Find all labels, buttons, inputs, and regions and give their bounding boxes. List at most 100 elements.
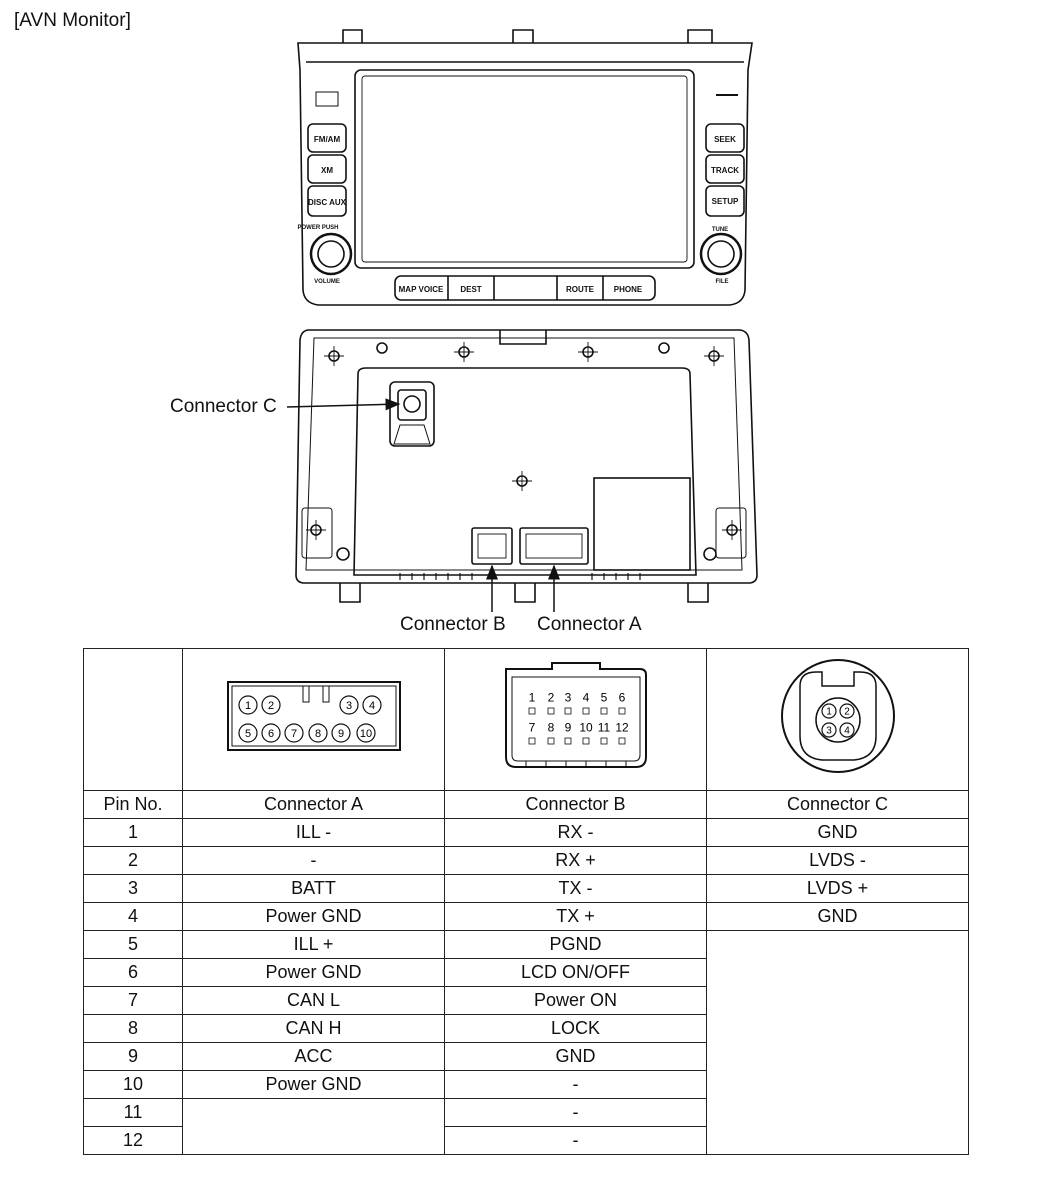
connector-a-cell: CAN L [182,986,445,1015]
connector-a-cell: Power GND [182,1070,445,1099]
pin-marker: 1 [528,690,535,704]
header-connector-b: Connector B [444,790,707,819]
connector-b-cell: - [444,1098,707,1127]
pin-marker: 2 [547,690,554,704]
power-push-label: POWER PUSH [297,225,338,231]
pin-marker: 5 [600,690,607,704]
pin-number-cell: 8 [83,1014,183,1043]
svg-text:10: 10 [579,720,593,734]
svg-text:6: 6 [618,690,625,704]
pin-marker: 10 [355,722,376,743]
header-pin-no: Pin No. [83,790,183,819]
pin-marker: 6 [618,690,625,704]
dest-button[interactable]: DEST [460,285,481,294]
pin-marker: 12 [615,720,629,734]
table-row: 12 - [83,1126,969,1155]
phone-button[interactable]: PHONE [614,285,643,294]
pin-marker: 5 [237,722,258,743]
pin-marker: 10 [579,720,593,734]
svg-text:2: 2 [844,706,850,717]
pin-number-cell: 12 [83,1126,183,1155]
connector-c-arrow [286,398,401,411]
pin-number-cell: 1 [83,818,183,847]
svg-text:1: 1 [244,699,250,711]
connector-a-cell: Power GND [182,902,445,931]
table-row: 2-RX +LVDS - [83,846,969,875]
connector-b-cell: TX - [444,874,707,903]
empty-corner-cell [83,648,183,791]
tune-label: TUNE [712,227,728,233]
connector-b-cell: - [444,1126,707,1155]
connector-b-callout: Connector B [400,614,506,635]
table-row: 11 - [83,1098,969,1155]
pin-marker: 1 [820,702,837,719]
svg-text:8: 8 [314,727,320,739]
connector-a-cell: - [182,846,445,875]
pin-marker: 3 [820,721,837,738]
seek-button[interactable]: SEEK [714,135,736,144]
disc-aux-button[interactable]: DISC AUX [308,198,347,207]
connector-c-icon-cell: 1 2 3 4 [706,648,969,791]
connector-b-cell: - [444,1070,707,1099]
rear-panel [295,329,758,603]
pin-marker: 2 [838,702,855,719]
svg-text:3: 3 [826,725,832,736]
connector-c-cell: LVDS - [706,846,969,875]
track-button[interactable]: TRACK [711,166,739,175]
route-button[interactable]: ROUTE [566,285,595,294]
connector-c-icon: 1 2 3 4 [780,658,895,773]
svg-text:3: 3 [345,699,351,711]
svg-text:4: 4 [582,690,589,704]
pin-number-cell: 5 [83,930,183,959]
connector-a-cell: ILL + [182,930,445,959]
pin-number-cell: 6 [83,958,183,987]
header-connector-a: Connector A [182,790,445,819]
connector-b-cell: GND [444,1042,707,1071]
svg-text:5: 5 [244,727,250,739]
map-voice-button[interactable]: MAP VOICE [399,285,444,294]
setup-button[interactable]: SETUP [712,197,739,206]
connector-a-cell: CAN H [182,1014,445,1043]
connector-a-empty-cell [182,1098,445,1155]
connector-c-cell: LVDS + [706,874,969,903]
svg-text:3: 3 [564,690,571,704]
connector-a-callout: Connector A [537,614,642,635]
xm-button[interactable]: XM [321,166,333,175]
connector-b-cell: TX + [444,902,707,931]
pin-marker: 9 [330,722,351,743]
pin-number-cell: 11 [83,1098,183,1127]
svg-text:4: 4 [844,725,850,736]
connector-a-cell: ILL - [182,818,445,847]
pin-marker: 7 [528,720,535,734]
pin-marker: 4 [582,690,589,704]
connector-c-empty-cell [706,930,969,1155]
front-panel [297,29,753,306]
svg-text:1: 1 [826,706,832,717]
connector-c-callout: Connector C [170,396,277,417]
pin-number-cell: 2 [83,846,183,875]
svg-text:8: 8 [547,720,554,734]
svg-text:11: 11 [597,720,610,734]
file-label: FILE [716,279,729,285]
header-connector-c: Connector C [706,790,969,819]
pin-marker: 8 [547,720,554,734]
pin-marker: 4 [838,721,855,738]
pin-number-cell: 4 [83,902,183,931]
avn-monitor-drawing: FM/AM XM DISC AUX SEEK TRACK SETUP MAP V… [286,29,758,612]
svg-text:2: 2 [267,699,273,711]
svg-text:1: 1 [528,690,535,704]
svg-text:7: 7 [528,720,535,734]
connector-a-cell: BATT [182,874,445,903]
pin-marker: 4 [361,694,382,715]
fm-am-button[interactable]: FM/AM [314,135,341,144]
connector-c-cell: GND [706,902,969,931]
